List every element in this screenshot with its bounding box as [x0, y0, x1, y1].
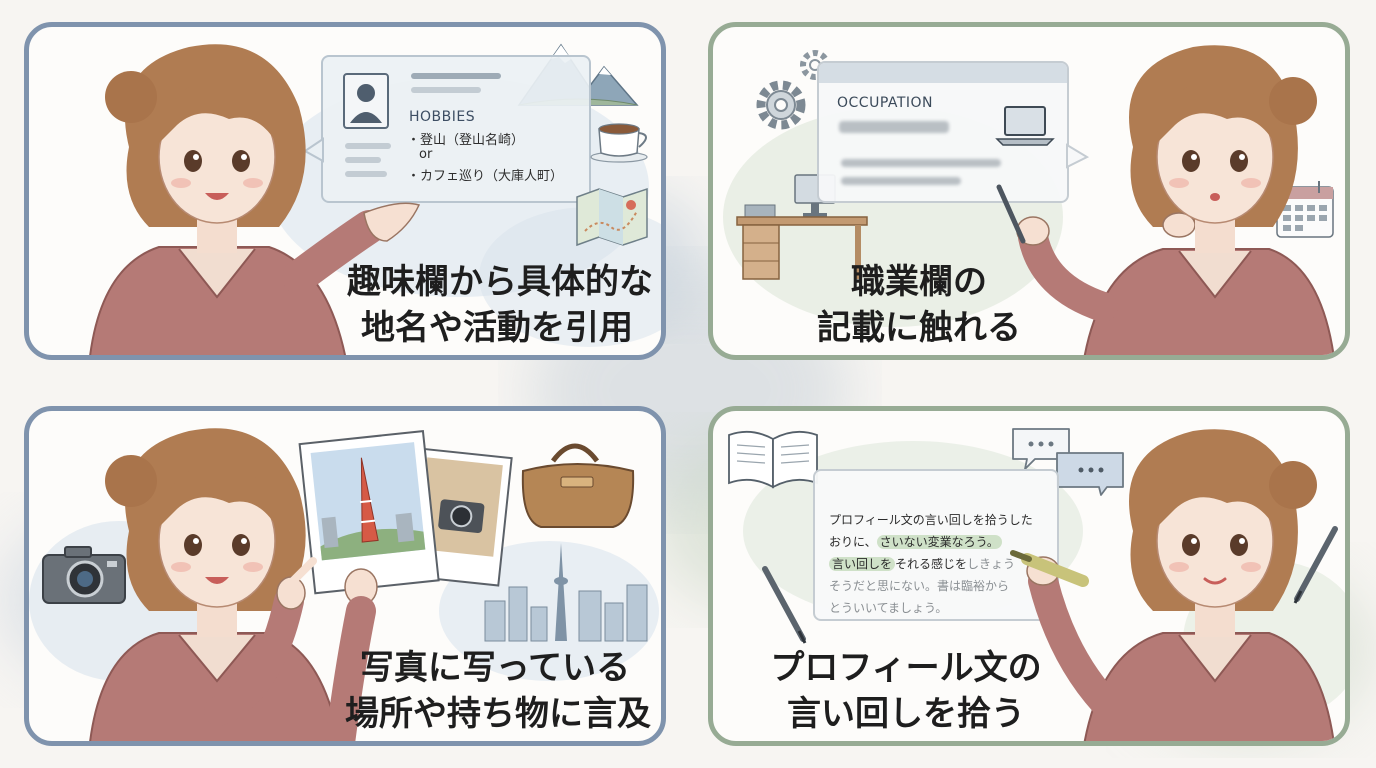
profile-text-line-1: プロフィール文の言い回しを拾うした: [829, 513, 1033, 527]
photo-polaroid-tower: [298, 430, 440, 595]
hobbies-panel: HOBBIES ・登山（登山名崎） or ・カフェ巡り（大庫人町）: [24, 22, 666, 360]
blurred-detail-line: [841, 177, 961, 185]
open-book-icon: [728, 430, 818, 489]
occupation-panel: OCCUPATION: [708, 22, 1350, 360]
text-segment: それる感じを: [895, 557, 968, 571]
map-icon: [576, 187, 648, 247]
hobby-item-1: ・登山（登山名崎）: [407, 133, 525, 148]
caption-line: 職業欄の: [851, 262, 987, 302]
text-segment: おりに、: [829, 535, 877, 549]
card-top-bar: [819, 63, 1067, 83]
blurred-detail-line: [841, 159, 1001, 167]
profile-text-line-5: とういいてましょう。: [829, 601, 948, 615]
woman-illustration-highlighting: [1010, 429, 1335, 741]
hobbies-profile-card: HOBBIES ・登山（登山名崎） or ・カフェ巡り（大庫人町）: [321, 55, 591, 203]
woman-illustration-holding-photo: [89, 428, 378, 741]
profile-text-panel: プロフィール文の言い回しを拾うした おりに、さいない変業なろう。 言い回しをそれ…: [708, 406, 1350, 746]
hobby-item-2: ・カフェ巡り（大庫人町）: [407, 169, 564, 184]
desk-with-monitor-icon: [736, 174, 868, 280]
highlighted-phrase: さいない変業なろう。: [876, 535, 1002, 549]
woman-illustration-thinking: [996, 45, 1335, 355]
caption-line: 写真に写っている: [359, 648, 631, 688]
profile-text-card: プロフィール文の言い回しを拾うした おりに、さいない変業なろう。 言い回しをそれ…: [813, 469, 1059, 621]
or-text: or: [419, 147, 433, 162]
hobbies-label: HOBBIES: [409, 109, 476, 125]
profile-text-line-3: 言い回しをそれる感じをしきょう: [829, 555, 1015, 572]
blurred-occupation-text: [839, 121, 949, 133]
placeholder-line: [345, 171, 387, 177]
speech-bubble-tail: [1066, 143, 1090, 169]
photos-panel: 写真に写っている 場所や持ち物に言及: [24, 406, 666, 746]
occupation-caption: 職業欄の 記載に触れる: [769, 259, 1069, 351]
coffee-cup-icon: [590, 123, 648, 163]
chat-bubble-icon: [1012, 428, 1124, 496]
text-segment: しきょう: [967, 557, 1016, 571]
caption-line: 記載に触れる: [817, 308, 1021, 348]
caption-line: 場所や持ち物に言及: [345, 694, 651, 734]
caption-line: 趣味欄から具体的な: [347, 262, 653, 302]
calendar-icon: [1276, 181, 1334, 238]
highlighted-phrase: 言い回しを: [829, 557, 896, 571]
hobbies-caption: 趣味欄から具体的な 地名や活動を引用: [347, 259, 653, 351]
speech-bubble-tail: [303, 137, 324, 163]
city-skyline-illustration: [484, 543, 648, 642]
pen-icon: [1293, 526, 1338, 604]
profile-text-line-4: そうだと思にない。書は臨裕から: [829, 579, 1010, 593]
camera-icon: [42, 546, 126, 604]
placeholder-line: [345, 143, 391, 149]
name-placeholder-line: [411, 73, 501, 79]
occupation-label: OCCUPATION: [837, 95, 934, 111]
profile-text-caption: プロフィール文の 言い回しを拾う: [741, 645, 1071, 737]
caption-line: プロフィール文の: [770, 648, 1042, 688]
photos-caption: 写真に写っている 場所や持ち物に言及: [345, 645, 651, 737]
subtitle-placeholder-line: [411, 87, 481, 93]
gear-icon: [756, 80, 806, 130]
pen-icon: [762, 566, 807, 644]
woman-illustration-presenting: [89, 44, 421, 355]
occupation-profile-card: OCCUPATION: [817, 61, 1069, 203]
handbag-icon: [521, 443, 635, 528]
caption-line: 地名や活動を引用: [361, 308, 633, 348]
profile-text-line-2: おりに、さいない変業なろう。: [829, 533, 1002, 550]
laptop-icon: [995, 106, 1055, 146]
avatar-placeholder-icon: [343, 73, 389, 129]
caption-line: 言い回しを拾う: [787, 694, 1025, 734]
placeholder-line: [345, 157, 381, 163]
